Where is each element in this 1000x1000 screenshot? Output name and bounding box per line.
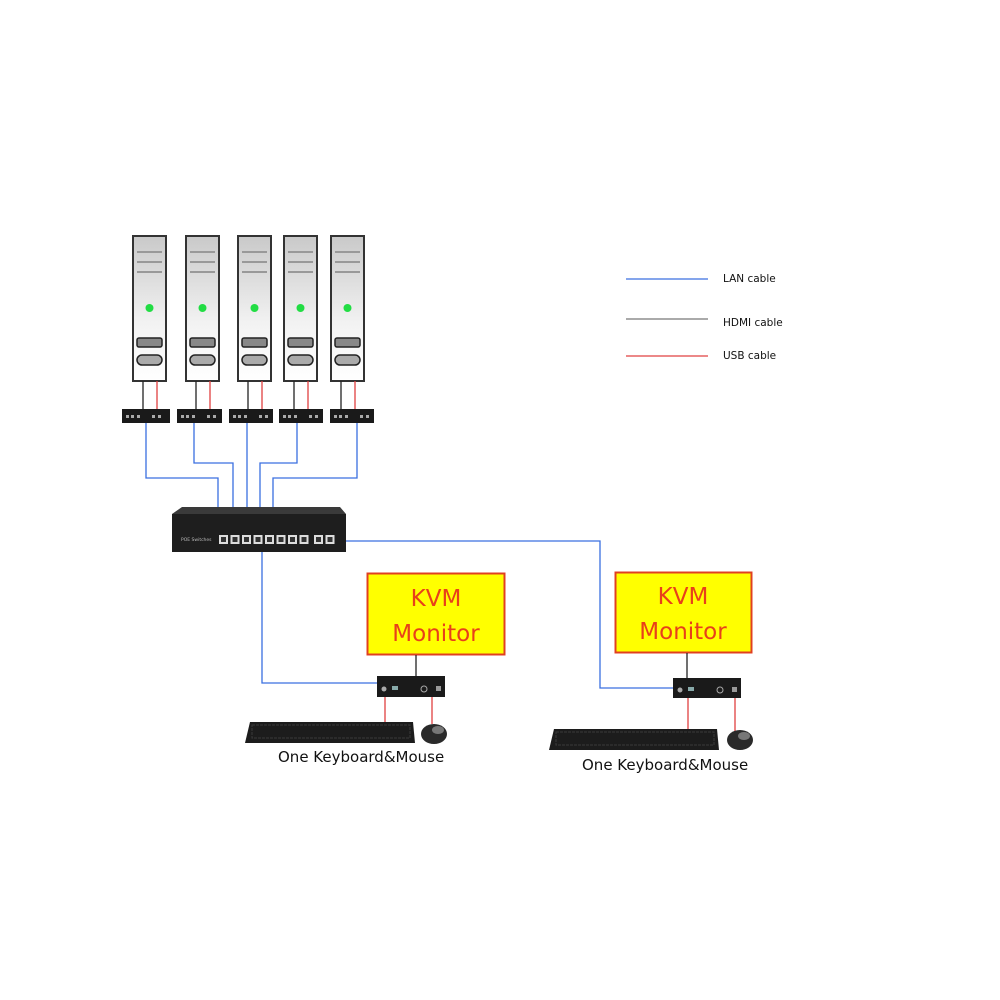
legend: LAN cable HDMI cable USB cable	[626, 273, 783, 362]
legend-usb-label: USB cable	[723, 350, 776, 362]
mouse-2	[727, 730, 753, 750]
power-led-icon	[250, 304, 259, 312]
power-led-icon	[145, 304, 154, 312]
keyboard-2	[549, 729, 719, 750]
kvm-receiver-1	[377, 676, 445, 697]
server	[283, 235, 318, 410]
lan-cable	[145, 423, 219, 507]
switch-label: POE Switches	[181, 537, 212, 543]
monitor-label-line1: KVM	[411, 586, 462, 612]
server	[185, 235, 220, 410]
server	[132, 235, 167, 410]
lan-cable	[259, 423, 298, 507]
keyboard-1	[245, 722, 415, 743]
mouse-1	[421, 724, 447, 744]
lan-cable	[345, 540, 674, 689]
lan-cable	[272, 423, 358, 507]
kvm-receiver-2	[673, 678, 741, 698]
station-label: One Keyboard&Mouse	[278, 748, 444, 766]
servers	[122, 235, 374, 423]
kvm-monitor-1: KVM Monitor	[366, 572, 506, 656]
station-label: One Keyboard&Mouse	[582, 756, 748, 774]
usb-cables-stations	[384, 697, 736, 732]
server	[237, 235, 272, 410]
kvm-transmitter	[229, 409, 273, 423]
server	[330, 235, 365, 410]
lan-cable	[261, 552, 378, 684]
kvm-transmitter	[122, 409, 170, 423]
lan-cable	[193, 423, 234, 507]
kvm-transmitter	[279, 409, 323, 423]
poe-switch: POE Switches	[172, 507, 346, 552]
lan-cables-servers	[145, 423, 674, 689]
power-led-icon	[296, 304, 305, 312]
power-led-icon	[343, 304, 352, 312]
kvm-transmitter	[330, 409, 374, 423]
power-led-icon	[198, 304, 207, 312]
kvm-monitor-2: KVM Monitor	[614, 571, 753, 654]
monitor-label-line2: Monitor	[392, 621, 480, 647]
legend-lan-label: LAN cable	[723, 273, 776, 285]
monitor-label-line2: Monitor	[639, 619, 727, 645]
monitor-label-line1: KVM	[658, 584, 709, 610]
kvm-transmitter	[177, 409, 222, 423]
legend-hdmi-label: HDMI cable	[723, 317, 783, 329]
